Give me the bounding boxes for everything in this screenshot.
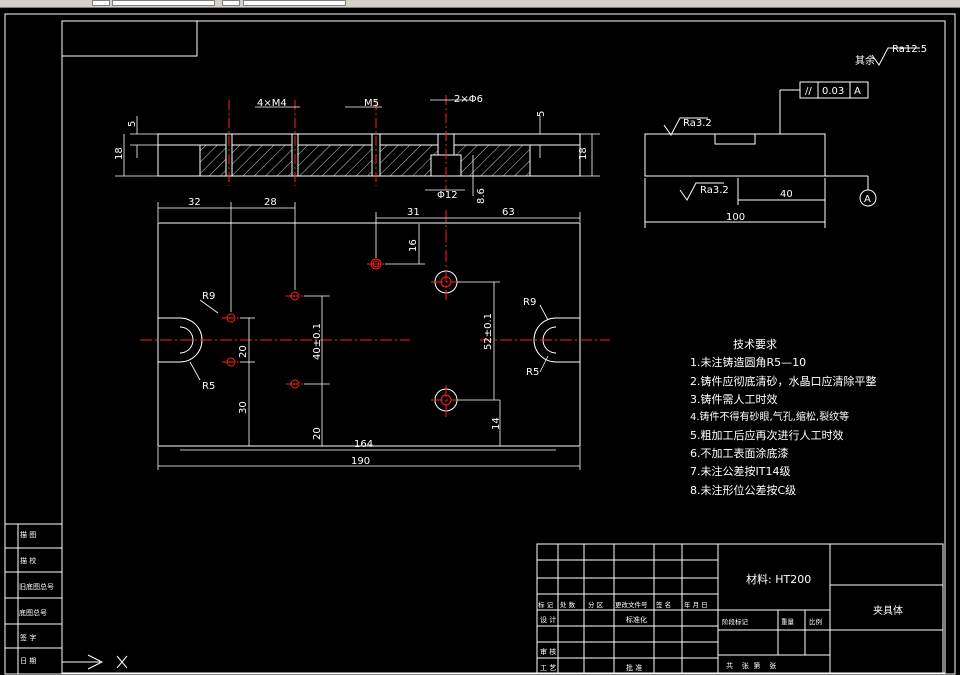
dim-side-100: 100 (726, 212, 745, 223)
standardization-label: 标准化 (626, 615, 647, 624)
dim-31: 31 (407, 207, 420, 218)
section-view: 4×M4 M5 2×Φ6 5 18 5 18 Φ12 8.6 (114, 94, 600, 204)
scale-label: 比例 (809, 617, 822, 626)
review-label: 审 核 (540, 647, 556, 656)
strip-signature: 签 字 (20, 633, 36, 642)
pin-hole-callout: 2×Φ6 (454, 94, 483, 105)
dim-top-5-left: 5 (127, 121, 138, 127)
radius-r9-right: R9 (523, 297, 536, 308)
header-change-doc: 更改文件号 (615, 600, 648, 609)
thread-callout-m5: M5 (364, 98, 379, 109)
radius-r5-right: R5 (526, 367, 539, 378)
dim-bore-depth: 8.6 (476, 188, 487, 204)
material-label: 材料: HT200 (746, 572, 811, 586)
parallel-tolerance-symbol: // (805, 86, 812, 97)
strip-base: 底图总号 (19, 608, 47, 617)
strip-trace: 描 图 (20, 530, 36, 539)
sheet-count: 共 张 第 张 (726, 661, 776, 670)
layer-dropdown[interactable] (112, 0, 215, 6)
plan-view: 32 28 31 63 16 R9 R5 R9 R5 20 40±0.1 52±… (140, 197, 610, 470)
header-count: 处 数 (560, 600, 576, 609)
datum-a-label: A (864, 194, 871, 205)
tech-item-2: 2.铸件应彻底清砂，水晶口应清除平整 (690, 374, 877, 388)
dim-20-bottom: 20 (312, 427, 323, 440)
header-zone: 分 区 (588, 600, 604, 609)
tech-item-8: 8.未注形位公差按C级 (690, 483, 796, 497)
dim-52-tol: 52±0.1 (483, 313, 494, 350)
title-block: 材料: HT200 夹具体 标 记 处 数 分 区 更改文件号 签 名 年 月 … (536, 543, 944, 675)
dim-164: 164 (354, 439, 373, 450)
dim-thickness-right: 18 (578, 147, 589, 160)
tech-item-4: 4.铸件不得有砂眼,气孔,缩松,裂纹等 (690, 410, 849, 423)
left-revision-strip: 描 图 描 校 旧底图总号 底图总号 签 字 日 期 (4, 523, 128, 675)
cad-toolbar (0, 0, 960, 8)
strip-date: 日 期 (20, 657, 36, 665)
stage-mark-label: 阶段标记 (722, 617, 749, 626)
dim-20-holes: 20 (238, 345, 249, 358)
drawing-icon[interactable] (92, 0, 110, 6)
radius-r9-left: R9 (202, 291, 215, 302)
dim-63: 63 (502, 207, 515, 218)
surface-rest-label: 其余 (855, 54, 875, 67)
dim-bore-diameter: Φ12 (437, 190, 458, 201)
dim-40-tol: 40±0.1 (312, 323, 323, 360)
tech-item-6: 6.不加工表面涂底漆 (690, 446, 789, 460)
strip-old-base: 旧底图总号 (19, 582, 54, 591)
process-label: 工 艺 (540, 664, 556, 672)
tolerance-datum: A (854, 86, 861, 97)
dim-30: 30 (238, 401, 249, 414)
tolerance-value: 0.03 (822, 86, 844, 97)
dim-side-40: 40 (780, 189, 793, 200)
dim-top-5-right: 5 (536, 111, 547, 117)
dim-28: 28 (264, 197, 277, 208)
header-date: 年 月 日 (684, 600, 708, 609)
weight-label: 重量 (781, 618, 795, 626)
tech-title: 技术要求 (733, 338, 777, 351)
dim-190: 190 (351, 456, 370, 467)
header-mark: 标 记 (538, 600, 554, 609)
part-name: 夹具体 (873, 604, 903, 617)
strip-trace-check: 描 校 (20, 556, 36, 565)
tech-item-5: 5.粗加工后应再次进行人工时效 (690, 428, 844, 442)
hole-callout-4xm4: 4×M4 (257, 98, 287, 109)
header-signature: 签 名 (656, 600, 671, 609)
drawing-frame (4, 13, 956, 675)
radius-r5-left: R5 (202, 381, 215, 392)
dim-thickness-left: 18 (114, 147, 125, 160)
approve-label: 批 准 (626, 663, 642, 672)
dim-32: 32 (188, 197, 201, 208)
tech-item-3: 3.铸件需人工时效 (690, 392, 778, 406)
design-label: 设 计 (540, 615, 556, 624)
roughness-ra125: Ra12.5 (892, 44, 927, 55)
tech-item-7: 7.未注公差按IT14级 (690, 464, 790, 478)
tech-item-1: 1.未注铸造圆角R5—10 (690, 355, 806, 369)
dim-14: 14 (491, 417, 502, 430)
dim-16: 16 (408, 239, 419, 252)
roughness-ra32-top: Ra3.2 (683, 118, 712, 129)
technical-requirements: 技术要求 1.未注铸造圆角R5—10 2.铸件应彻底清砂，水晶口应清除平整 3.… (690, 338, 877, 497)
linetype-dropdown[interactable] (243, 0, 346, 6)
side-view: 其余 Ra12.5 // 0.03 A Ra3.2 Ra3.2 40 100 A (644, 44, 927, 228)
roughness-ra32-bottom: Ra3.2 (700, 185, 729, 196)
layer-icon[interactable] (222, 0, 240, 6)
